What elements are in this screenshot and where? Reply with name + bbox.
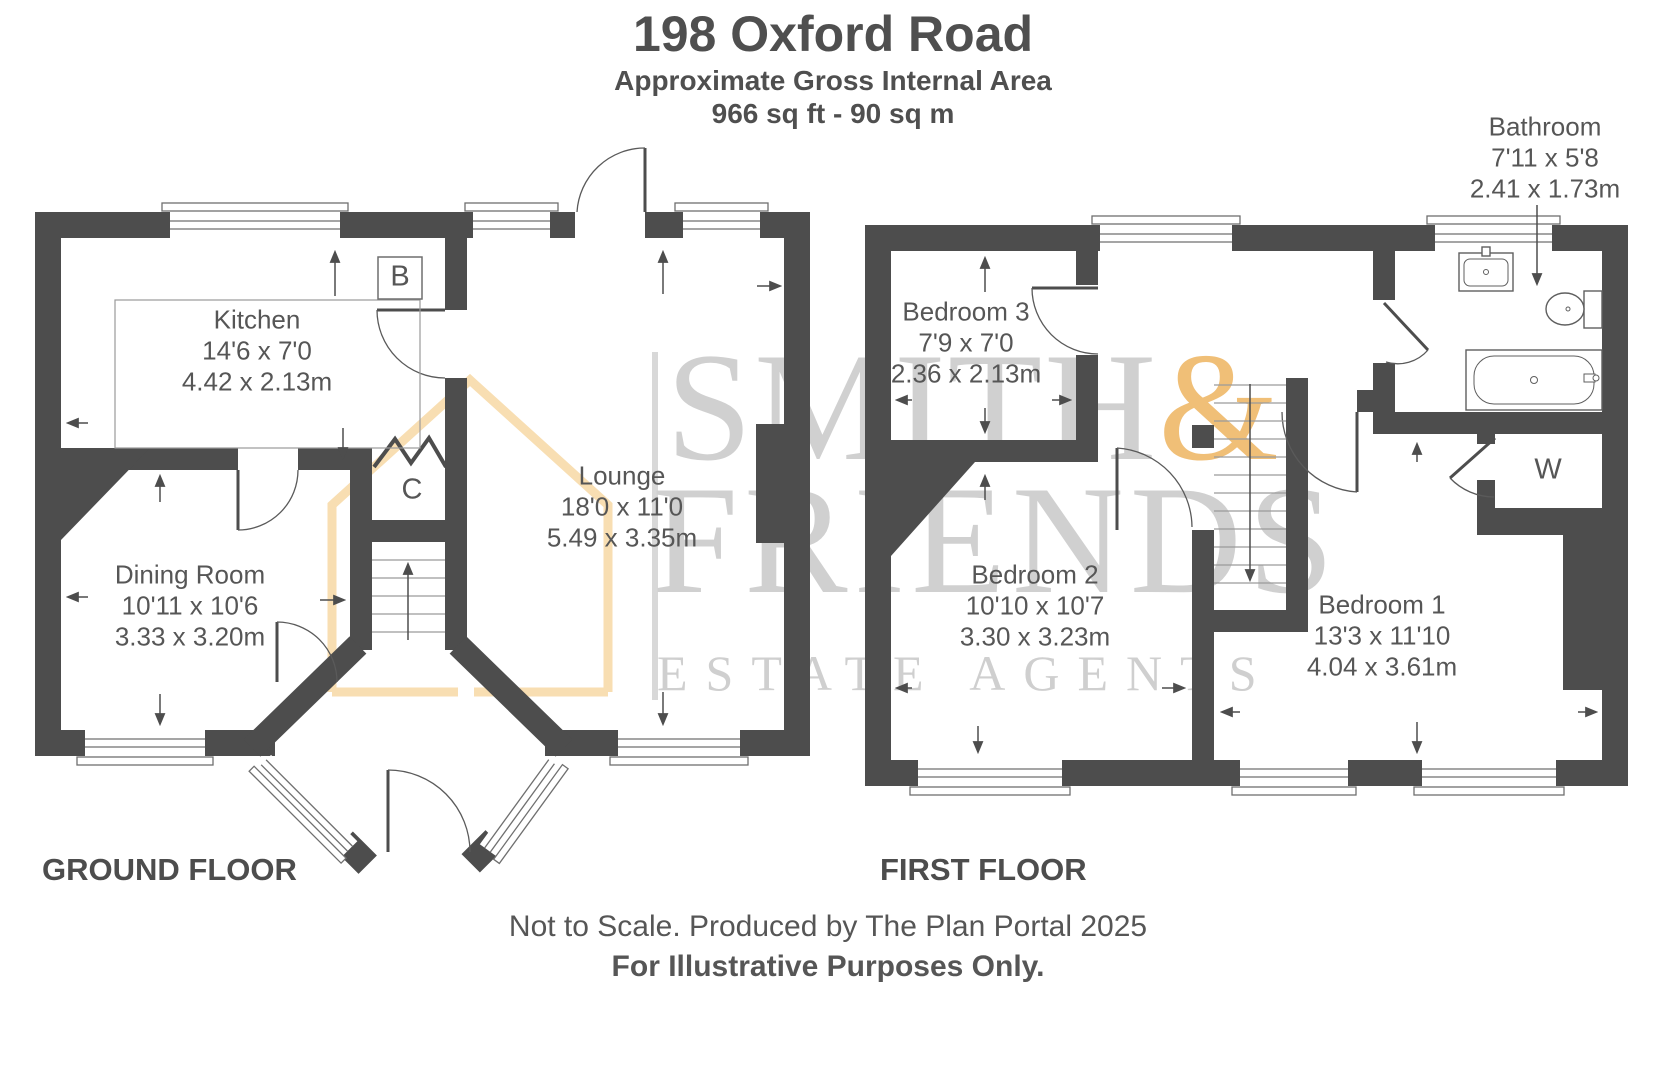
porch-window-left [248, 754, 358, 865]
room-size-metric: 4.42 x 2.13m [181, 366, 333, 397]
bedroom1-window-right [1413, 760, 1565, 796]
porch-entrance-door [386, 769, 471, 853]
first-floor-plan [865, 205, 1628, 796]
ground-doors [236, 147, 647, 853]
page-title: 198 Oxford Road [632, 6, 1034, 62]
lounge-bottom-window [609, 730, 749, 766]
room-name: Bedroom 1 [1318, 589, 1446, 620]
wardrobe-door [1449, 436, 1496, 498]
room-size-imperial: 10'11 x 10'6 [121, 590, 259, 621]
dining-porch-door [275, 621, 338, 683]
ground-windows [76, 202, 769, 865]
kitchen-counter [114, 299, 421, 449]
first-walls [865, 225, 1628, 786]
room-size-imperial: 18'0 x 11'0 [560, 491, 684, 522]
kitchen-window [161, 202, 349, 238]
room-size-metric: 3.33 x 3.20m [114, 621, 266, 652]
footer-illustrative: For Illustrative Purposes Only. [611, 950, 1045, 983]
first-dimension-arrows [894, 205, 1599, 755]
kitchen-dining-door [236, 469, 299, 531]
footer-disclaimer: Not to Scale. Produced by The Plan Porta… [508, 910, 1148, 943]
ground-floor-title: GROUND FLOOR [42, 852, 297, 887]
page-subtitle: Approximate Gross Internal Area [614, 65, 1052, 96]
room-name: Lounge [578, 460, 666, 491]
room-size-metric: 4.04 x 3.61m [1306, 651, 1458, 682]
room-name: Dining Room [114, 559, 266, 590]
room-size-imperial: 7'11 x 5'8 [1491, 142, 1599, 173]
lounge-window-left [464, 202, 559, 238]
bedroom2-window [909, 760, 1071, 796]
first-floor-title: FIRST FLOOR [880, 852, 1087, 887]
chamfer-wall [61, 448, 150, 540]
room-label-bathroom: Bathroom 7'11 x 5'8 2.41 x 1.73m [1470, 112, 1620, 205]
room-label-bedroom3: Bedroom 3 7'9 x 7'0 2.36 x 2.13m [891, 297, 1041, 390]
front-door [576, 147, 647, 213]
logo-divider-line [652, 352, 658, 700]
wardrobe-label: W [1534, 453, 1562, 486]
first-doors [1031, 286, 1496, 530]
room-size-imperial: 7'9 x 7'0 [918, 327, 1014, 358]
room-name: Bedroom 2 [971, 559, 1099, 590]
ground-floor-plan [35, 147, 810, 874]
room-size-metric: 2.36 x 2.13m [890, 358, 1042, 389]
bedroom3-door [1031, 286, 1099, 355]
room-name: Bedroom 3 [902, 296, 1030, 327]
room-size-imperial: 13'3 x 11'10 [1313, 620, 1451, 651]
chamfer-wall [891, 462, 975, 556]
bedroom1-door [1281, 411, 1359, 493]
watermark-tagline: ESTATE AGENTS [657, 645, 1275, 701]
front-door-opening [575, 212, 645, 238]
room-size-metric: 3.30 x 3.23m [959, 621, 1111, 652]
kitchen-lounge-door [376, 308, 446, 379]
bathroom-door [1382, 301, 1430, 365]
sink-icon [1458, 246, 1514, 292]
room-size-metric: 2.41 x 1.73m [1469, 173, 1621, 204]
room-label-kitchen: Kitchen 14'6 x 7'0 4.42 x 2.13m [182, 305, 332, 398]
room-label-bedroom2: Bedroom 2 10'10 x 10'7 3.30 x 3.23m [960, 560, 1110, 653]
room-name: Kitchen [213, 304, 301, 335]
toilet-icon [1545, 290, 1603, 329]
boiler-label: B [390, 260, 410, 293]
bathtub-icon [1465, 349, 1603, 411]
bedroom1-window-left [1231, 760, 1357, 796]
ground-stairs [372, 559, 445, 640]
bathroom-fixtures [1458, 246, 1603, 411]
room-size-metric: 5.49 x 3.35m [546, 522, 698, 553]
room-label-dining-room: Dining Room 10'11 x 10'6 3.33 x 3.20m [115, 560, 265, 653]
room-size-imperial: 10'10 x 10'7 [965, 590, 1105, 621]
room-size-imperial: 14'6 x 7'0 [202, 335, 312, 366]
room-label-bedroom1: Bedroom 1 13'3 x 11'10 4.04 x 3.61m [1307, 590, 1457, 683]
porch-window-right [479, 756, 570, 865]
watermark-ampersand: & [1158, 321, 1281, 493]
landing-window [1091, 215, 1241, 251]
lounge-window-right [674, 202, 769, 238]
cupboard-label: C [401, 473, 423, 506]
ground-dimension-arrows [65, 249, 783, 727]
dining-window [76, 730, 214, 766]
boiler-box [377, 256, 423, 300]
first-stairs [1214, 384, 1286, 584]
room-label-lounge: Lounge 18'0 x 11'0 5.49 x 3.35m [547, 461, 697, 554]
bedroom2-door [1115, 447, 1193, 530]
bathroom-window [1426, 215, 1561, 251]
gross-area: 966 sq ft - 90 sq m [711, 98, 955, 129]
room-name: Bathroom [1488, 111, 1602, 142]
first-windows [909, 215, 1565, 796]
ground-walls [35, 212, 810, 874]
chimney-breast [756, 424, 784, 543]
